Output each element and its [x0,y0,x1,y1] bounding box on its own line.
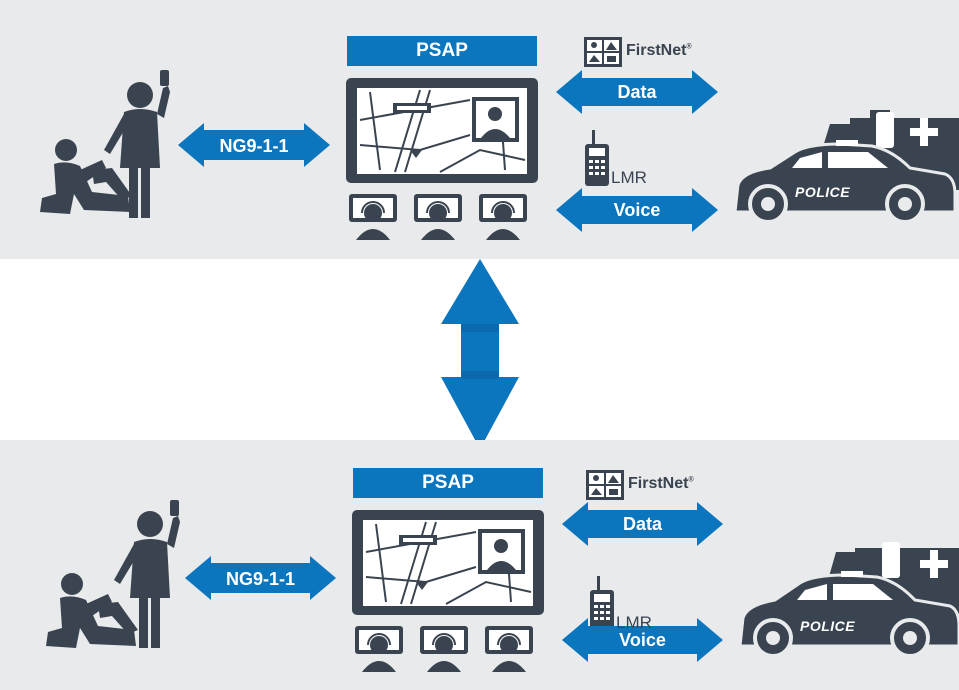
firstnet-logo-icon [584,37,622,67]
radio-icon [585,130,609,186]
voice-arrow [562,618,723,662]
operators-icon [355,626,533,672]
firstnet-text: FirstNet [628,475,689,492]
bidirectional-arrow [441,259,519,449]
data-label: Data [617,82,657,102]
ng911-label: NG9-1-1 [225,569,296,589]
firstnet-registered-mark: ® [688,476,694,484]
ng911-label: NG9-1-1 [219,136,289,156]
police-label: POLICE [800,618,856,634]
callers-icon [46,500,180,648]
psap-monitor-icon [352,510,544,615]
radio-icon [590,576,614,630]
firstnet-text: FirstNet [626,42,687,59]
operators-icon [349,194,527,240]
bottom-panel: PSAP NG9-1-1 FirstNet® Data LMR Voice PO… [0,440,959,690]
psap-title-bar: PSAP [353,468,543,498]
voice-arrow [556,188,718,232]
firstnet-label: FirstNet® [628,475,694,493]
voice-label: Voice [619,630,666,650]
voice-label: Voice [613,200,661,220]
data-arrow [556,70,718,114]
callers-icon [40,70,170,218]
psap-title-bar: PSAP [347,36,537,66]
ng911-arrow [178,123,330,167]
ng911-arrow [185,556,336,600]
lmr-label: LMR [616,613,652,632]
police-label: POLICE [795,184,851,200]
firstnet-registered-mark: ® [686,43,692,51]
emergency-vehicles-icon [733,110,959,224]
data-arrow [562,502,723,546]
lmr-label: LMR [611,168,647,187]
psap-monitor-icon [346,78,538,183]
emergency-vehicles-icon [738,542,959,658]
data-label: Data [622,514,662,534]
firstnet-logo-icon [586,470,624,500]
firstnet-label: FirstNet® [626,42,692,60]
top-panel: PSAP NG9-1-1 FirstNet® Data LMR Voice PO… [0,0,959,259]
